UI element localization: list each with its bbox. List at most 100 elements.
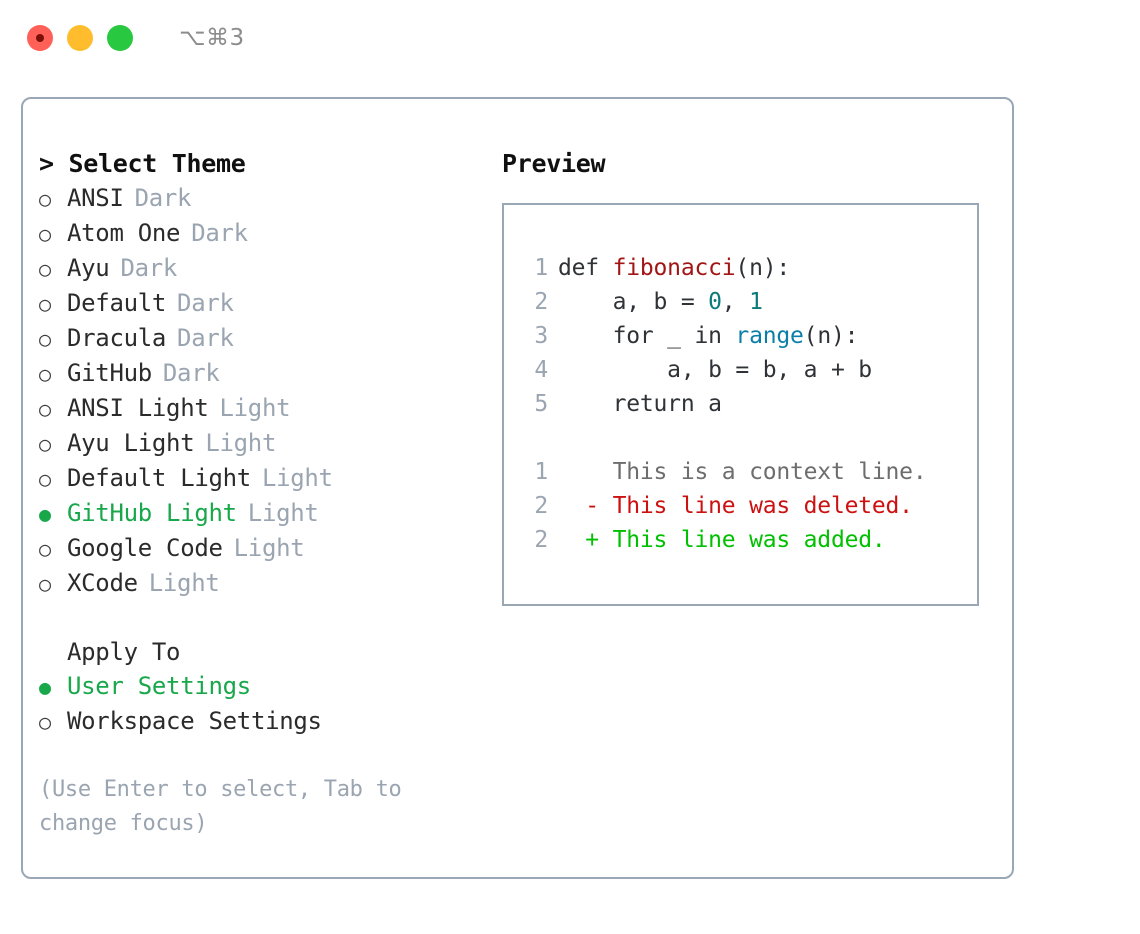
theme-option-6[interactable]: ○ ANSI Light Light: [39, 391, 489, 426]
radio-unselected-icon: ○: [39, 572, 51, 596]
radio-selected-icon: ●: [39, 502, 51, 526]
radio-selected-icon: ●: [39, 675, 51, 699]
theme-option-label: Atom One: [67, 219, 181, 247]
minimize-button-icon[interactable]: [67, 25, 93, 51]
keyboard-hint-text: (Use Enter to select, Tab to change focu…: [39, 777, 402, 836]
preview-header: Preview: [502, 149, 606, 178]
theme-option-variant: Light: [148, 569, 220, 597]
theme-option-7[interactable]: ○ Ayu Light Light: [39, 426, 489, 461]
diff-line-text: This line was deleted.: [612, 493, 913, 519]
theme-option-label: Google Code: [67, 534, 223, 562]
theme-option-label: Default: [67, 289, 167, 317]
apply-to-option-list: ●User Settings○Workspace Settings: [39, 669, 489, 739]
apply-to-option-0[interactable]: ●User Settings: [39, 669, 489, 704]
theme-option-label: Ayu Light: [67, 429, 195, 457]
code-line-number: 2: [534, 289, 548, 315]
theme-option-label: GitHub: [67, 359, 152, 387]
radio-unselected-icon: ○: [39, 292, 51, 316]
code-line-number: 4: [534, 357, 548, 383]
theme-option-1[interactable]: ○ Atom One Dark: [39, 216, 489, 251]
diff-line-number: 2: [534, 527, 548, 553]
theme-option-label: GitHub Light: [67, 499, 237, 527]
diff-line-text: This line was added.: [612, 527, 886, 553]
diff-line-number: 2: [534, 493, 548, 519]
diff-sample: 1 This is a context line.2 - This line w…: [522, 455, 977, 557]
diff-marker-ctx: [558, 455, 613, 489]
zoom-button-icon[interactable]: [107, 25, 133, 51]
code-token-num: 1: [749, 289, 763, 315]
radio-unselected-icon: ○: [39, 432, 51, 456]
code-token-plain: def: [558, 255, 613, 281]
radio-unselected-icon: ○: [39, 537, 51, 561]
code-token-plain: a, b = b, a + b: [558, 357, 872, 383]
code-token-call: range: [735, 323, 804, 349]
diff-line-number: 1: [534, 459, 548, 485]
theme-option-variant: Dark: [134, 184, 192, 212]
theme-option-9[interactable]: ● GitHub Light Light: [39, 496, 489, 531]
theme-option-3[interactable]: ○ Default Dark: [39, 286, 489, 321]
code-token-fn: fibonacci: [612, 255, 736, 281]
radio-unselected-icon: ○: [39, 397, 51, 421]
diff-line-0: 1 This is a context line.: [522, 455, 977, 489]
code-token-plain: ,: [721, 289, 750, 315]
keyboard-shortcut-label: ⌥⌘3: [179, 25, 245, 51]
radio-unselected-icon: ○: [39, 362, 51, 386]
select-theme-header: > Select Theme: [39, 149, 246, 178]
theme-option-variant: Light: [261, 464, 333, 492]
diff-line-2: 2 + This line was added.: [522, 523, 977, 557]
theme-option-label: Default Light: [67, 464, 251, 492]
code-token-plain: return a: [558, 391, 722, 417]
code-token-num: 0: [708, 289, 722, 315]
theme-option-variant: Dark: [191, 219, 248, 247]
theme-option-label: Dracula: [67, 324, 167, 352]
radio-unselected-icon: ○: [39, 222, 51, 246]
code-diff-spacer: [522, 421, 977, 455]
theme-option-variant: Dark: [120, 254, 178, 282]
window-controls: [27, 25, 133, 51]
close-button-icon[interactable]: [27, 25, 53, 51]
theme-option-variant: Dark: [177, 289, 234, 317]
radio-unselected-icon: ○: [39, 187, 51, 211]
code-line-number: 3: [534, 323, 548, 349]
code-line-3: 4 a, b = b, a + b: [522, 353, 977, 387]
diff-line-text: This is a context line.: [612, 459, 927, 485]
close-dot-icon: [36, 34, 44, 42]
code-token-plain: (n):: [735, 255, 791, 281]
code-line-1: 2 a, b = 0, 1: [522, 285, 977, 319]
radio-unselected-icon: ○: [39, 257, 51, 281]
radio-unselected-icon: ○: [39, 327, 51, 351]
apply-to-title: Apply To: [67, 638, 181, 666]
theme-option-2[interactable]: ○ Ayu Dark: [39, 251, 489, 286]
apply-to-option-label: Workspace Settings: [67, 707, 322, 735]
diff-marker-add: +: [558, 527, 613, 553]
apply-to-option-1[interactable]: ○Workspace Settings: [39, 704, 489, 739]
theme-option-5[interactable]: ○ GitHub Dark: [39, 356, 489, 391]
theme-option-4[interactable]: ○ Dracula Dark: [39, 321, 489, 356]
code-token-plain: (n):: [803, 323, 859, 349]
code-line-number: 5: [534, 391, 548, 417]
theme-option-variant: Light: [219, 394, 291, 422]
theme-option-label: Ayu: [67, 254, 110, 282]
code-line-4: 5 return a: [522, 387, 977, 421]
section-spacer: [39, 601, 489, 635]
theme-option-variant: Light: [205, 429, 277, 457]
theme-option-variant: Light: [247, 499, 319, 527]
diff-line-1: 2 - This line was deleted.: [522, 489, 977, 523]
theme-option-label: ANSI Light: [67, 394, 209, 422]
code-line-number: 1: [534, 255, 548, 281]
title-bar: ⌥⌘3: [0, 0, 1140, 76]
theme-option-variant: Dark: [162, 359, 220, 387]
code-line-0: 1 def fibonacci(n):: [522, 251, 977, 285]
theme-option-variant: Dark: [177, 324, 234, 352]
diff-marker-del: -: [558, 493, 613, 519]
